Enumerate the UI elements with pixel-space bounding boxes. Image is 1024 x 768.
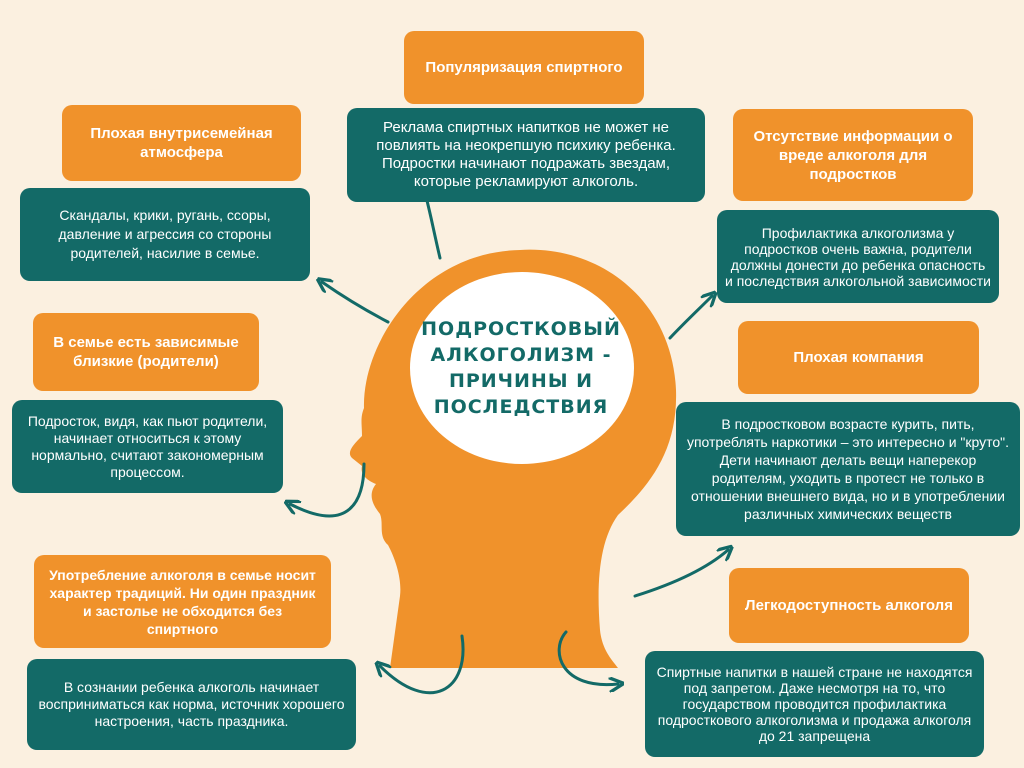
cause-title-availability: Легкодоступность алкоголя (729, 568, 969, 643)
cause-desc-family-traditions: В сознании ребенка алкоголь начинает вос… (27, 659, 356, 750)
arrow-icon (557, 630, 618, 685)
title-circle (410, 272, 634, 464)
cause-title-family-atmosphere: Плохая внутрисемейная атмосфера (62, 105, 301, 181)
cause-desc-popularization: Реклама спиртных напитков не может не по… (347, 108, 705, 202)
cause-title-dependent-relatives: В семье есть зависимые близкие (родители… (33, 313, 259, 391)
cause-title-popularization: Популяризация спиртного (404, 31, 644, 104)
cause-desc-dependent-relatives: Подросток, видя, как пьют родители, начи… (12, 400, 283, 493)
cause-desc-family-atmosphere: Скандалы, крики, ругань, ссоры, давление… (20, 188, 310, 281)
arrow-icon (633, 550, 728, 598)
arrow-icon (668, 296, 712, 340)
center-title: Подростковый алкоголизм - причины и посл… (421, 318, 621, 418)
cause-desc-availability: Спиртные напитки в нашей стране не наход… (645, 651, 984, 757)
cause-title-bad-company: Плохая компания (738, 321, 979, 394)
arrow-icon (290, 462, 366, 518)
arrow-icon (322, 282, 390, 324)
cause-desc-no-information: Профилактика алкоголизма у подростков оч… (717, 210, 999, 303)
arrow-icon (380, 634, 465, 695)
cause-desc-bad-company: В подростковом возрасте курить, пить, уп… (676, 402, 1020, 536)
cause-title-no-information: Отсутствие информации о вреде алкоголя д… (733, 109, 973, 201)
cause-title-family-traditions: Употребление алкоголя в семье носит хара… (34, 555, 331, 648)
